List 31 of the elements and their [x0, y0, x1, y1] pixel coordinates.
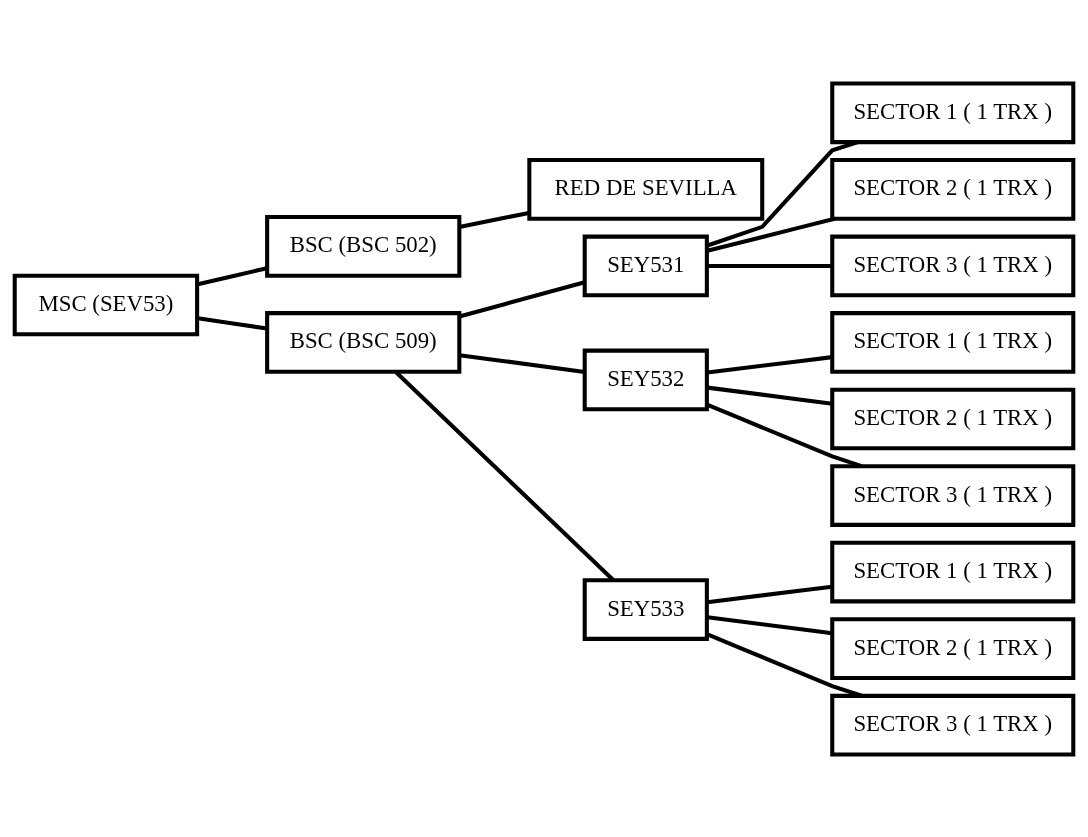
connector — [459, 210, 530, 229]
node-box: SECTOR 1 ( 1 TRX ) — [830, 540, 1076, 603]
node-box: SECTOR 3 ( 1 TRX ) — [830, 463, 1076, 527]
connector — [706, 139, 859, 247]
node-box: BSC (BSC 502) — [265, 214, 462, 278]
connector — [197, 315, 268, 330]
node-box: SEY533 — [582, 577, 709, 641]
connector — [394, 370, 615, 582]
connector — [707, 354, 833, 375]
node-box: SEY532 — [582, 348, 709, 411]
node-box: SECTOR 1 ( 1 TRX ) — [830, 310, 1076, 374]
node-box: SECTOR 2 ( 1 TRX ) — [830, 157, 1076, 221]
connector — [707, 614, 833, 635]
connector — [707, 263, 833, 268]
connector — [706, 216, 836, 253]
connector — [459, 352, 585, 374]
node-box: SECTOR 3 ( 1 TRX ) — [830, 693, 1076, 757]
node-box: BSC (BSC 509) — [265, 310, 462, 374]
node-box: MSC (SEV53) — [12, 273, 200, 336]
node-box: SECTOR 2 ( 1 TRX ) — [830, 387, 1076, 450]
node-box: SECTOR 1 ( 1 TRX ) — [830, 80, 1076, 144]
node-box: SECTOR 2 ( 1 TRX ) — [830, 616, 1076, 680]
node-box: RED DE SEVILLA — [527, 157, 765, 221]
connector — [197, 265, 268, 286]
connector — [706, 402, 863, 468]
connector — [458, 279, 586, 318]
connector — [706, 631, 863, 698]
node-box: SECTOR 3 ( 1 TRX ) — [830, 234, 1076, 297]
connector — [707, 584, 833, 604]
connector — [707, 385, 833, 406]
node-box: SEY531 — [582, 234, 709, 297]
